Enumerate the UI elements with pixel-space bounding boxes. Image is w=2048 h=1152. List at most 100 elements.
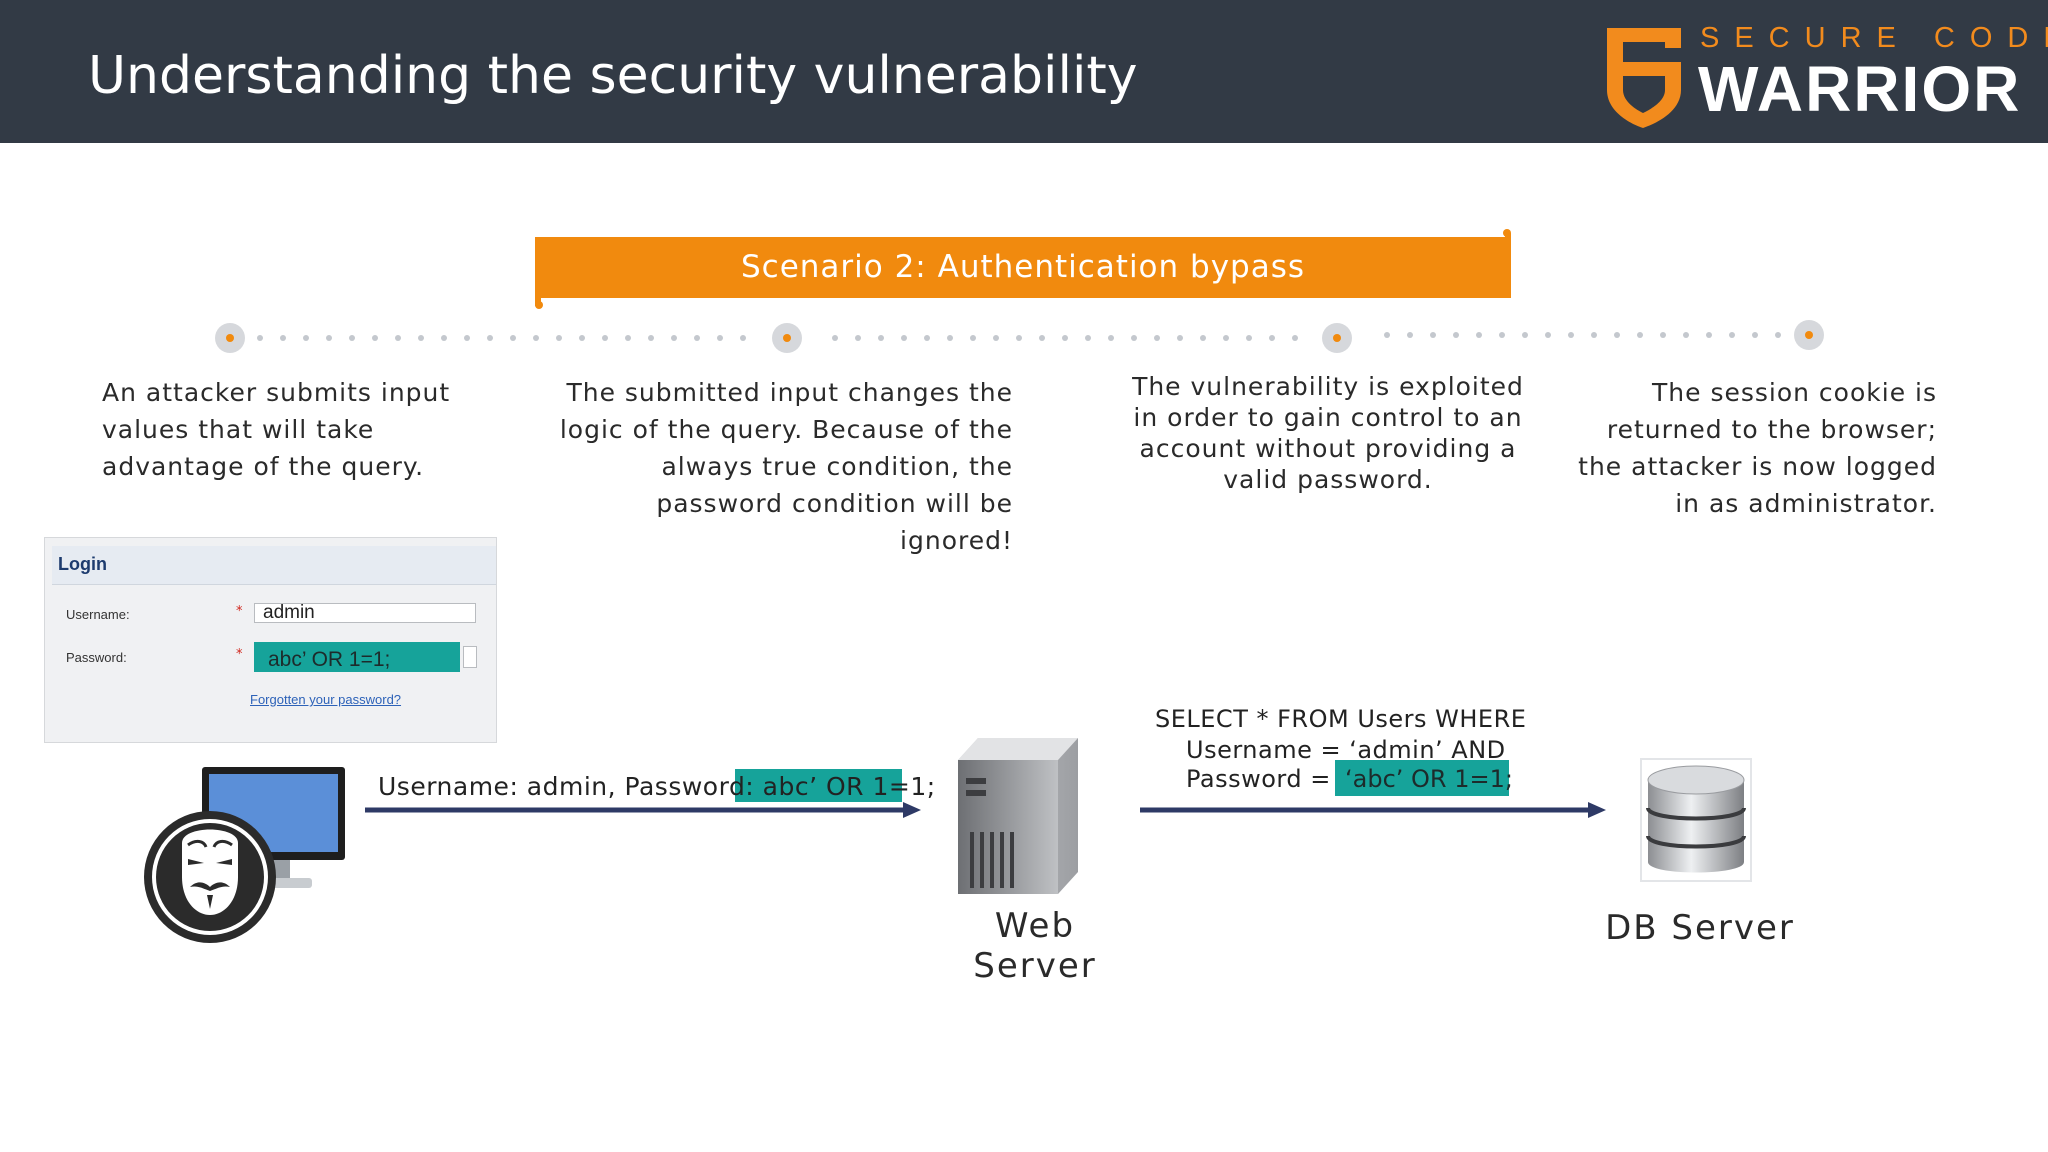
timeline-dot (855, 335, 861, 341)
timeline-dot (1683, 332, 1689, 338)
request-payload-highlight (735, 769, 902, 802)
step-2-text: The submitted input changes the logic of… (559, 378, 1013, 555)
timeline-dot (717, 335, 723, 341)
timeline-dot (464, 335, 470, 341)
timeline-dot (625, 335, 631, 341)
timeline-dot (832, 335, 838, 341)
timeline-dot (533, 335, 539, 341)
timeline-dot (303, 335, 309, 341)
required-marker: * (236, 604, 243, 619)
timeline-dot (1522, 332, 1528, 338)
db-server-label: DB Server (1605, 908, 1795, 948)
timeline-dot (349, 335, 355, 341)
timeline-dot (441, 335, 447, 341)
timeline-dot (1407, 332, 1413, 338)
timeline-dot (418, 335, 424, 341)
timeline-dot (1499, 332, 1505, 338)
timeline-dot (510, 335, 516, 341)
username-input[interactable]: admin (254, 603, 476, 623)
timeline-dot (1062, 335, 1068, 341)
web-server-label: Web Server (960, 906, 1110, 986)
timeline-dot (395, 335, 401, 341)
sql-injection-highlight (1335, 760, 1509, 796)
timeline-dot (901, 335, 907, 341)
timeline-dot (1384, 332, 1390, 338)
username-label: Username: (66, 607, 130, 622)
timeline-dot (1545, 332, 1551, 338)
timeline-dot (1131, 335, 1137, 341)
timeline-node-2 (772, 323, 802, 353)
timeline-dot (556, 335, 562, 341)
web-server-icon (958, 738, 1078, 894)
timeline-dot (1568, 332, 1574, 338)
timeline-node-3 (1322, 323, 1352, 353)
required-marker: * (236, 647, 243, 662)
web-server-label-line2: Server (973, 946, 1097, 986)
step-1-text: An attacker submits input values that wi… (102, 378, 451, 481)
timeline-dot (1660, 332, 1666, 338)
timeline-dot (1706, 332, 1712, 338)
timeline-dot (1729, 332, 1735, 338)
timeline-dot (878, 335, 884, 341)
timeline-dot (1269, 335, 1275, 341)
banner-corners (535, 229, 1511, 309)
request-arrow (365, 802, 921, 818)
timeline-dot (947, 335, 953, 341)
timeline-dot (1154, 335, 1160, 341)
timeline-dot (1614, 332, 1620, 338)
timeline-dot (1591, 332, 1597, 338)
timeline-dot (1752, 332, 1758, 338)
scenario-banner-label: Scenario 2: Authentication bypass (740, 249, 1306, 285)
timeline-dot (1430, 332, 1436, 338)
slide-title: Understanding the security vulnerability (88, 46, 1138, 106)
timeline-dot (326, 335, 332, 341)
sql-query-line-2: Username = ‘admin’ AND (1186, 736, 1506, 764)
step-3-text: The vulnerability is exploited in order … (1132, 372, 1524, 494)
scenario-banner (535, 237, 1511, 298)
timeline-node-1 (215, 323, 245, 353)
timeline-dot (1775, 332, 1781, 338)
timeline-dot (1637, 332, 1643, 338)
header-bar (0, 0, 2048, 143)
attacker-computer-icon (144, 767, 345, 943)
timeline-dot (1085, 335, 1091, 341)
logo-text-bottom: WARRIOR (1698, 53, 2022, 125)
query-arrow (1140, 802, 1606, 818)
timeline-dot (970, 335, 976, 341)
timeline-dot (1039, 335, 1045, 341)
timeline-dot (993, 335, 999, 341)
login-form-header (52, 546, 496, 585)
logo-text-top: SECURE CODE (1700, 22, 2048, 54)
forgot-password-link[interactable]: Forgotten your password? (250, 692, 402, 707)
shield-icon (1607, 28, 1681, 128)
timeline-dot (1246, 335, 1252, 341)
timeline-dot (1016, 335, 1022, 341)
password-input-box[interactable] (463, 646, 477, 668)
database-icon (1640, 758, 1752, 882)
login-title: Login (58, 554, 107, 574)
timeline-dot (1108, 335, 1114, 341)
timeline-dot (487, 335, 493, 341)
timeline-dot (1292, 335, 1298, 341)
timeline-node-4 (1794, 320, 1824, 350)
anonymous-mask-icon (144, 811, 276, 943)
timeline-dot (694, 335, 700, 341)
timeline-dot (648, 335, 654, 341)
timeline: /* placeholder — dots drawn by script be… (215, 320, 1824, 353)
timeline-dot (579, 335, 585, 341)
sql-injection-payload: ‘abc’ OR 1=1; (1345, 765, 1513, 793)
sql-query-line-3: Password = (1186, 765, 1331, 793)
secure-code-warrior-logo (1607, 28, 1681, 128)
timeline-dot (671, 335, 677, 341)
timeline-dot (372, 335, 378, 341)
timeline-dot (280, 335, 286, 341)
password-label: Password: (66, 650, 127, 665)
timeline-dot (1453, 332, 1459, 338)
request-credentials-label: Username: admin, Password: abc’ OR 1=1; (378, 772, 936, 801)
web-server-label-line1: Web (994, 906, 1076, 946)
password-input-highlight[interactable]: abc’ OR 1=1; (254, 642, 460, 672)
timeline-dot (1177, 335, 1183, 341)
sql-query-line-1: SELECT * FROM Users WHERE (1155, 705, 1527, 733)
timeline-dot (602, 335, 608, 341)
step-4-text: The session cookie is returned to the br… (1578, 378, 1937, 518)
